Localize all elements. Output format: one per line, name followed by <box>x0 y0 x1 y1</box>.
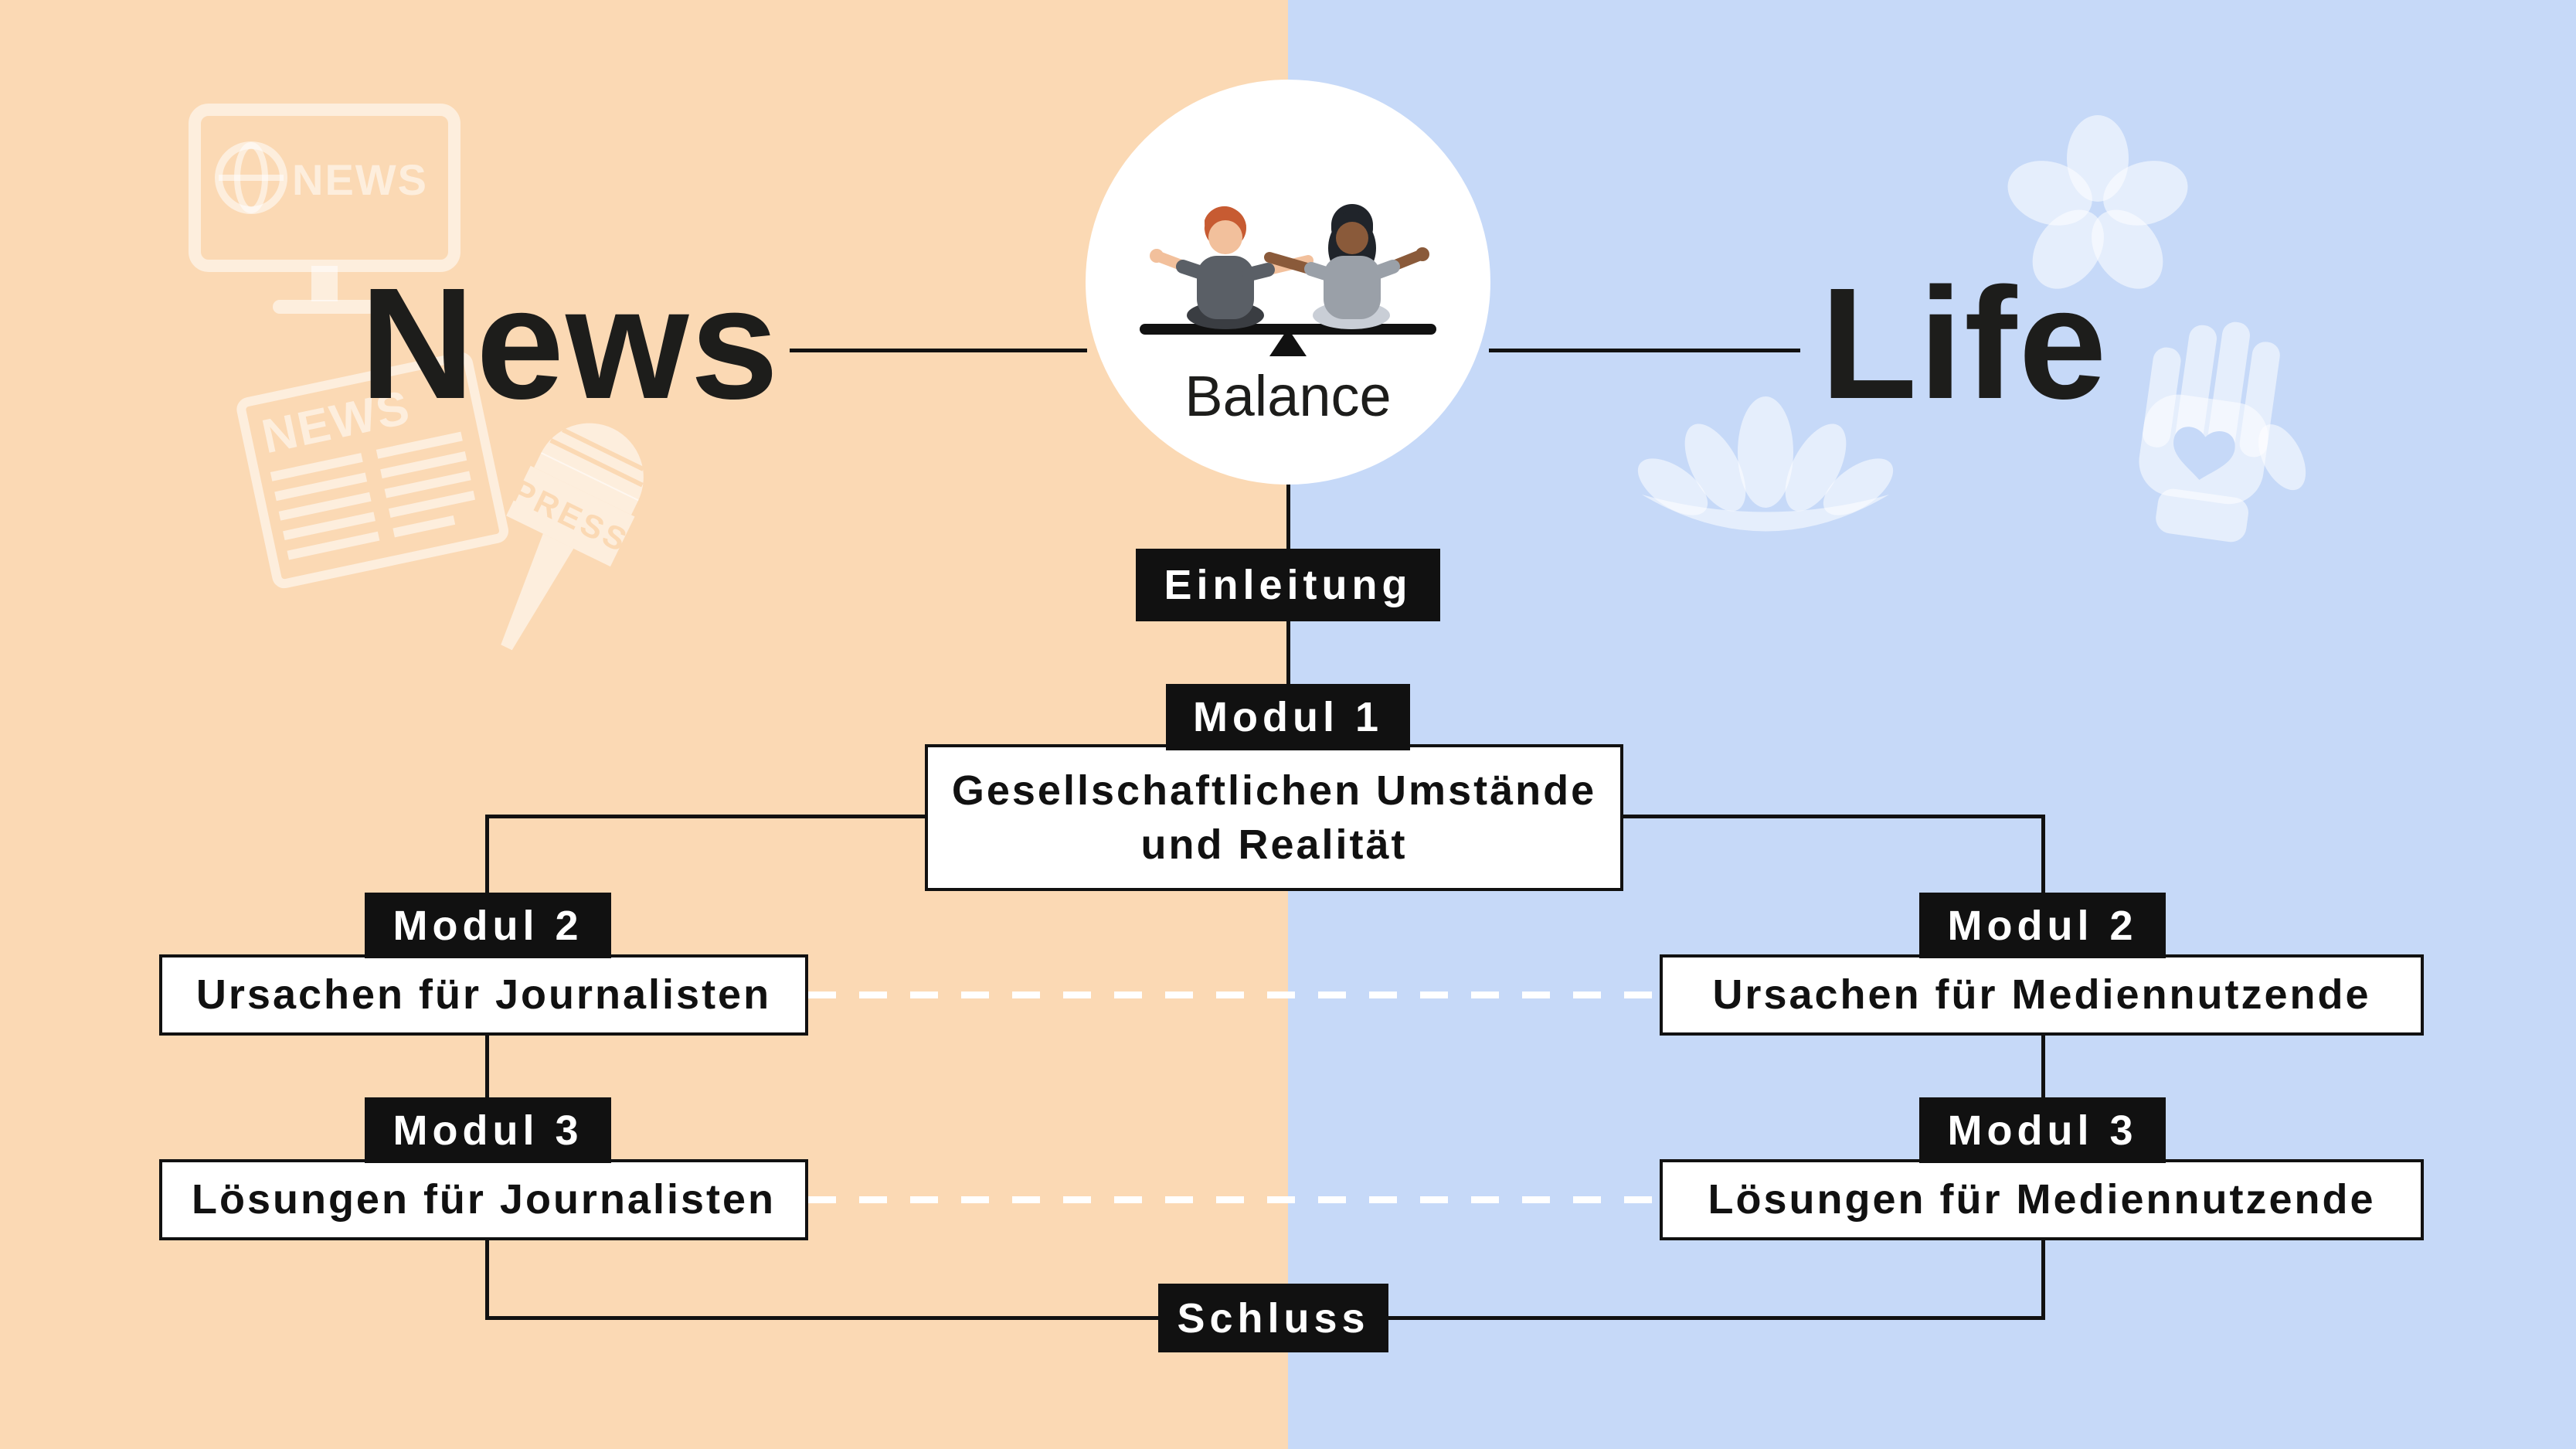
lotus-icon <box>1637 396 1894 532</box>
news-tv-icon: NEWS <box>189 104 460 314</box>
right-to-schluss-line <box>1387 1316 2045 1320</box>
life-title-connector-line <box>1489 349 1800 352</box>
news-modul3-node: Lösungen für Journalisten <box>159 1159 808 1240</box>
modul1-node: Gesellschaftlichen Umstände und Realität <box>925 744 1623 891</box>
tv-screen-text: NEWS <box>292 155 428 204</box>
modul1-branch-right-line <box>1623 815 2045 818</box>
news-modul2-label: Modul 2 <box>365 893 611 958</box>
news-title: News <box>360 255 780 432</box>
left-branch-down-line-1 <box>485 815 489 896</box>
left-branch-down-line-2 <box>485 1034 489 1100</box>
balance-circle: Balance <box>1086 80 1490 485</box>
modul2-dashed-connector <box>808 992 1660 998</box>
circle-to-einleitung-line <box>1286 479 1290 553</box>
life-modul2-label: Modul 2 <box>1919 893 2166 958</box>
modul1-branch-left-line <box>485 815 927 818</box>
life-modul3-node: Lösungen für Mediennutzende <box>1660 1159 2424 1240</box>
right-branch-down-line-3 <box>2041 1239 2045 1320</box>
einleitung-to-modul1-line <box>1286 618 1290 688</box>
life-modul3-label: Modul 3 <box>1919 1097 2166 1163</box>
news-title-connector-line <box>790 349 1087 352</box>
heart-in-hand-icon <box>2139 321 2306 543</box>
left-branch-down-line-3 <box>485 1239 489 1320</box>
life-modul2-node: Ursachen für Mediennutzende <box>1660 954 2424 1036</box>
balance-label: Balance <box>1184 364 1392 428</box>
balance-seesaw-illustration <box>1140 204 1436 356</box>
news-modul2-node: Ursachen für Journalisten <box>159 954 808 1036</box>
einleitung-node: Einleitung <box>1136 549 1440 621</box>
press-microphone-icon: PRESS <box>501 423 644 651</box>
newspaper-icon: NEWS <box>236 352 509 589</box>
news-modul3-label: Modul 3 <box>365 1097 611 1163</box>
modul1-label: Modul 1 <box>1166 684 1410 750</box>
life-title: Life <box>1820 255 2109 432</box>
modul3-dashed-connector <box>808 1196 1660 1203</box>
right-branch-down-line-2 <box>2041 1034 2045 1100</box>
right-branch-down-line-1 <box>2041 815 2045 896</box>
left-to-schluss-line <box>485 1316 1160 1320</box>
schluss-node: Schluss <box>1158 1284 1388 1352</box>
frangipani-flower-icon <box>2007 115 2188 289</box>
